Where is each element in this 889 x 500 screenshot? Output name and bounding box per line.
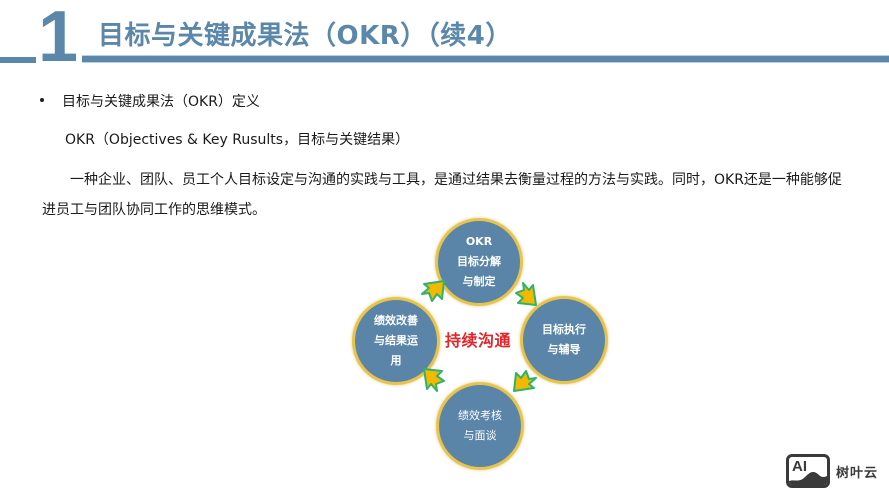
node-label-line: OKR: [465, 235, 493, 248]
header-left-bar: [0, 57, 36, 63]
bullet-heading: 目标与关键成果法（OKR）定义: [62, 94, 260, 110]
mountain-icon: [789, 471, 827, 485]
arrow-down-left-icon: [513, 370, 537, 392]
arrow-down-right-icon: [515, 282, 537, 306]
ai-logo-icon: AI: [786, 454, 830, 488]
okr-full-name: OKR（Objectives & Key Rusults，目标与关键结果）: [65, 132, 410, 148]
node-label-line: 与制定: [462, 275, 496, 288]
definition-paragraph: 一种企业、团队、员工个人目标设定与沟通的实践与工具，是通过结果去衡量过程的方法与…: [42, 172, 842, 218]
node-okr-decompose: OKR 目标分解 与制定: [435, 218, 523, 306]
arrow-up-right-icon: [421, 280, 445, 302]
header-underline: [82, 56, 889, 62]
node-label-line: 绩效考核: [458, 409, 502, 422]
node-execute-coach: 目标执行 与辅导: [520, 296, 608, 384]
node-label-line: 与结果运: [374, 334, 418, 347]
arrow-up-left-icon: [423, 368, 445, 392]
node-label-line: 目标执行: [542, 323, 586, 336]
okr-cycle-diagram: OKR 目标分解 与制定 目标执行 与辅导 绩效考核 与面谈 绩效改善 与结果运…: [340, 215, 608, 470]
node-label-line: 与辅导: [547, 343, 581, 356]
node-label-line: 与面谈: [463, 429, 497, 442]
section-number: 1: [38, 0, 78, 77]
node-label-line: 绩效改善: [374, 314, 418, 327]
node-label-line: 用: [390, 354, 402, 367]
bullet-item: 目标与关键成果法（OKR）定义: [40, 91, 260, 111]
logo-text: AI: [792, 458, 807, 475]
center-label: 持续沟通: [445, 331, 512, 350]
page-title: 目标与关键成果法（OKR）（续4）: [98, 21, 512, 51]
watermark: AI 树叶云: [786, 454, 878, 488]
node-assess-interview: 绩效考核 与面谈: [436, 382, 524, 470]
node-label-line: 目标分解: [457, 255, 501, 268]
brand-name: 树叶云: [836, 465, 879, 481]
bullet-dot-icon: [40, 98, 44, 102]
